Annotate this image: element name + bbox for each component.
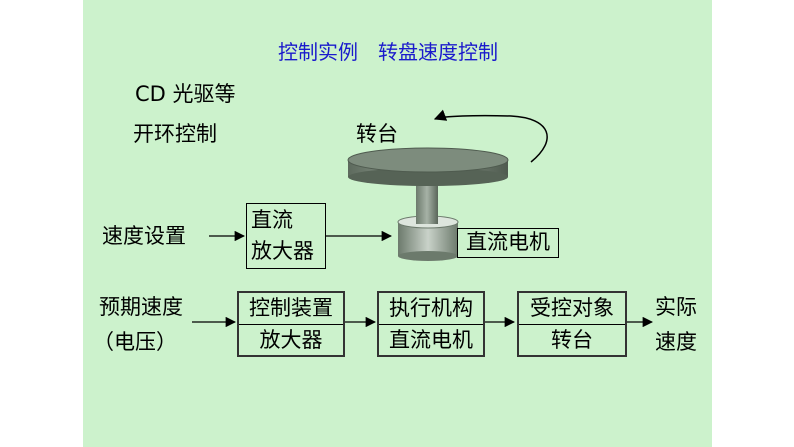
turntable-label: 转台 [356, 122, 398, 146]
plant-block-line2: 转台 [551, 328, 593, 352]
open-loop-label: 开环控制 [133, 122, 217, 146]
plant-block: 受控对象 转台 [517, 291, 627, 357]
motor-label: 直流电机 [466, 230, 550, 254]
turntable-drawing [347, 147, 509, 186]
controller-block-line2: 放大器 [259, 328, 323, 352]
plant-block-divider [519, 324, 625, 325]
speed-setting-label: 速度设置 [102, 224, 186, 248]
open-loop-block-line2: 放大器 [251, 239, 314, 263]
actuator-block: 执行机构 直流电机 [377, 291, 485, 357]
slide: 控制实例 转盘速度控制 CD 光驱等 开环控制 转台 直流电机 速度设置 直流 … [83, 0, 712, 447]
controller-block: 控制装置 放大器 [237, 291, 345, 357]
voltage-label: （电压） [93, 330, 177, 354]
diagram-graphics [192, 109, 654, 328]
motor-label-box: 直流电机 [457, 228, 559, 258]
actual-speed-line1: 实际 [655, 295, 697, 319]
rotation-arrow [433, 109, 548, 163]
motor-drawing [397, 215, 459, 261]
controller-block-divider [239, 324, 343, 325]
open-loop-block-line1: 直流 [251, 208, 293, 232]
desired-speed-label: 预期速度 [99, 295, 183, 319]
actual-speed-line2: 速度 [655, 330, 697, 354]
slide-title: 控制实例 转盘速度控制 [278, 40, 498, 64]
subtitle: CD 光驱等 [135, 82, 236, 106]
actuator-block-line1: 执行机构 [389, 296, 473, 320]
actuator-block-divider [379, 324, 483, 325]
open-loop-amplifier-block: 直流 放大器 [246, 203, 326, 269]
controller-block-line1: 控制装置 [249, 296, 333, 320]
actuator-block-line2: 直流电机 [389, 328, 473, 352]
plant-block-line1: 受控对象 [530, 296, 614, 320]
